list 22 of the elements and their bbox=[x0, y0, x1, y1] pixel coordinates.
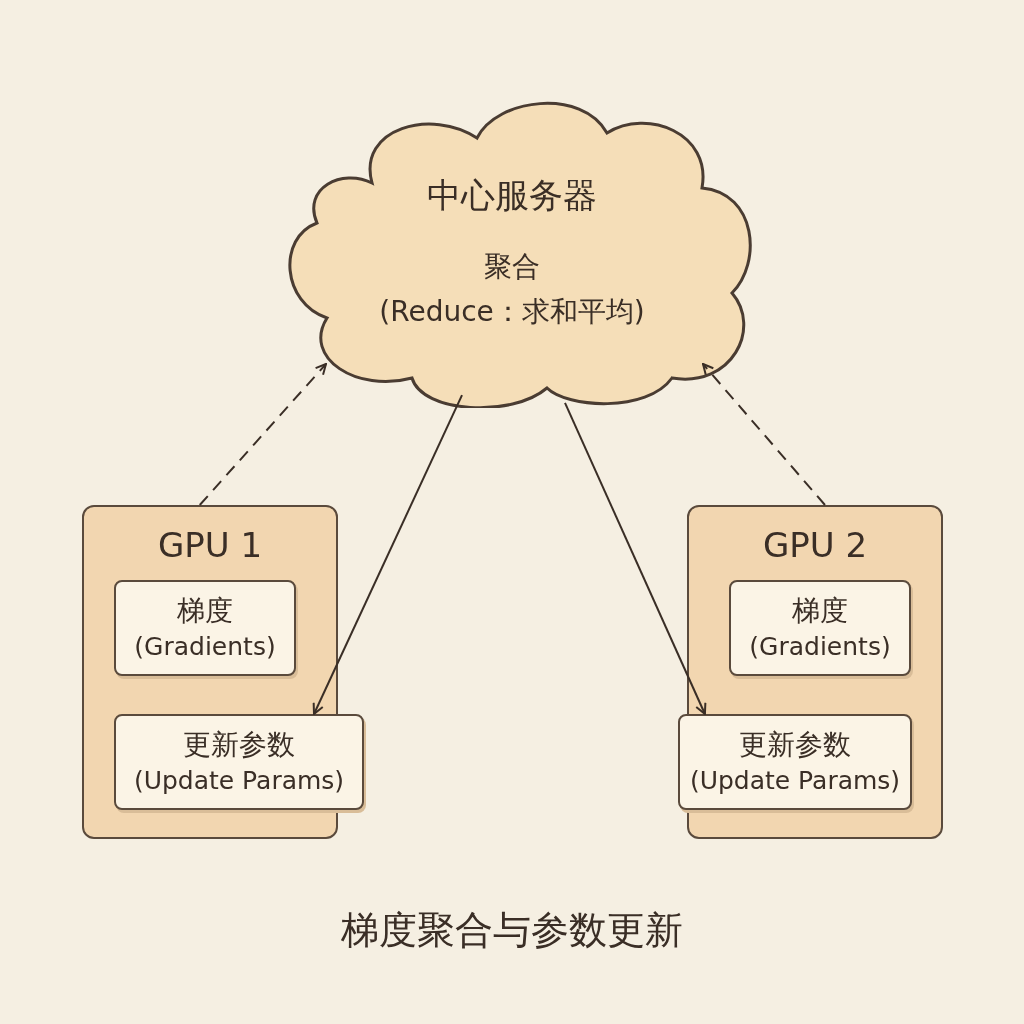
node-text: 梯度 bbox=[792, 593, 848, 630]
node-text: (Gradients) bbox=[134, 631, 276, 663]
node-text: (Update Params) bbox=[133, 765, 345, 797]
arrow bbox=[564, 401, 707, 715]
node-title: GPU 1 bbox=[156, 525, 264, 565]
process-box bbox=[678, 714, 912, 810]
arrow bbox=[312, 394, 463, 715]
node-title: 中心服务器 bbox=[426, 174, 598, 217]
node-text: 聚合 bbox=[483, 249, 541, 285]
process-box bbox=[114, 580, 296, 676]
node-text: (Reduce：求和平均) bbox=[378, 294, 646, 330]
node-text: (Gradients) bbox=[749, 631, 891, 663]
caption: 梯度聚合与参数更新 bbox=[340, 907, 684, 954]
node-text: 更新参数 bbox=[739, 727, 851, 764]
process-box bbox=[114, 714, 364, 810]
node-text: (Update Params) bbox=[689, 765, 901, 797]
process-box bbox=[729, 580, 911, 676]
node-text: 梯度 bbox=[177, 593, 233, 630]
arrow bbox=[702, 363, 826, 506]
arrow bbox=[198, 363, 327, 506]
node-text: 更新参数 bbox=[183, 727, 295, 764]
node-title: GPU 2 bbox=[761, 525, 869, 565]
